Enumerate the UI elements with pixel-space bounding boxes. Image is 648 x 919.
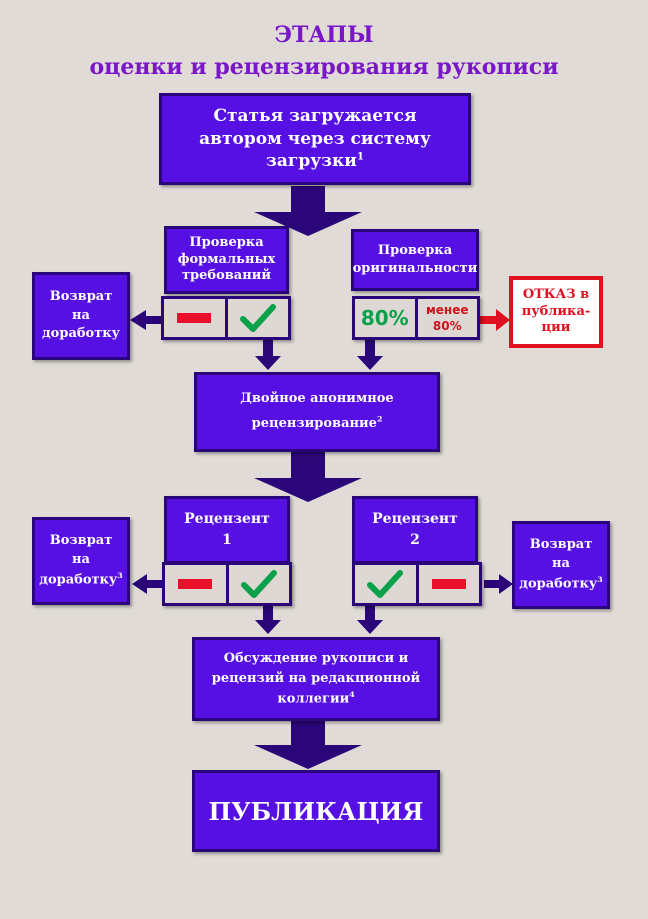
return-2-line3: доработку [39,572,118,588]
checkmark-icon [239,304,276,332]
return-3-line1: Возврат [529,537,593,553]
arrow-to-return-3 [484,574,513,594]
return-1-line1: Возврат [49,288,113,304]
big-arrow-3 [254,721,362,769]
publication-label: ПУБЛИКАЦИЯ [208,796,424,826]
discussion-box: Обсуждение рукописи и рецензий на редакц… [192,637,440,721]
formal-check-result [161,296,291,340]
footnote-1: 1 [356,150,364,163]
reviewer-1-line2: 1 [222,532,232,548]
reject-line1: ОТКАЗ в [522,286,590,302]
originality-fail-line1: менее [425,302,469,317]
discussion-line3: коллегии [277,691,350,707]
return-1-line2: на [72,307,90,323]
formal-check-line3: требований [181,268,271,284]
return-2-line2: на [72,551,90,567]
originality-check-box: Проверка оригинальности [351,229,479,291]
step-upload-box: Статья загружается автором через систему… [159,93,471,185]
originality-check-line2: оригинальности [352,261,478,276]
arrow-reviewer2-down [357,606,383,634]
formal-fail-cell [164,299,225,337]
reviewer-1-fail-cell [165,565,226,603]
return-box-3: Возврат на доработку3 [512,521,610,609]
big-arrow-1 [254,186,362,236]
arrow-original-down [357,340,383,370]
arrow-to-reject [480,309,510,331]
arrow-to-return-2 [132,574,162,594]
minus-icon [431,579,466,589]
return-2-line1: Возврат [49,533,113,549]
reviewer-2-fail-cell [418,565,479,603]
originality-fail-cell: менее 80% [417,299,477,337]
reject-line2: публика- [521,303,591,319]
return-box-2: Возврат на доработку3 [32,517,130,605]
return-box-1: Возврат на доработку [32,272,130,360]
discussion-line1: Обсуждение рукописи и [223,650,409,666]
minus-icon [177,313,212,323]
minus-icon [178,579,213,589]
reviewer-2-line1: Рецензент [372,511,458,527]
return-3-line2: на [552,555,570,571]
formal-check-line2: формальных [177,251,276,267]
publication-box: ПУБЛИКАЦИЯ [192,770,440,852]
reviewer-2-line2: 2 [410,532,420,548]
step-upload-line3: загрузки [266,151,357,172]
footnote-2: 2 [376,414,383,424]
arrow-formal-down [255,340,281,370]
reviewer-2-pass-cell [355,565,416,603]
return-1-line3: доработку [42,326,120,342]
reviewer-1-box: Рецензент 1 [164,496,290,564]
return-3-line3: доработку [519,576,598,592]
formal-check-line1: Проверка [189,234,264,250]
reject-box: ОТКАЗ в публика- ции [509,276,603,348]
footnote-3: 3 [117,570,123,580]
originality-fail-line2: 80% [432,319,462,333]
page-title: ЭТАПЫ [274,22,374,48]
originality-pass-value: 80% [355,299,415,337]
reviewer-1-result [162,562,292,606]
arrow-to-return-1 [130,310,161,330]
reject-line3: ции [541,320,571,336]
formal-pass-cell [227,299,288,337]
step-upload-line1: Статья загружается [213,105,417,126]
reviewer-1-pass-cell [228,565,289,603]
discussion-line2: рецензий на редакционной [211,670,421,686]
big-arrow-2 [254,452,362,502]
page-subtitle: оценки и рецензирования рукописи [89,54,559,80]
originality-check-line1: Проверка [377,243,453,259]
formal-check-box: Проверка формальных требований [164,226,289,294]
originality-result: 80% менее 80% [352,296,480,340]
reviewer-1-line1: Рецензент [184,511,270,527]
checkmark-icon [367,570,404,598]
footnote-3b: 3 [597,574,603,584]
double-review-line2: рецензирование [251,416,377,431]
checkmark-icon [240,570,277,598]
double-review-line1: Двойное анонимное [240,391,394,407]
reviewer-2-result [352,562,482,606]
double-review-box: Двойное анонимное рецензирование2 [194,372,440,452]
arrow-reviewer1-down [255,606,281,634]
reviewer-2-box: Рецензент 2 [352,496,478,564]
footnote-4: 4 [349,689,355,699]
step-upload-line2: автором через систему [199,128,431,149]
